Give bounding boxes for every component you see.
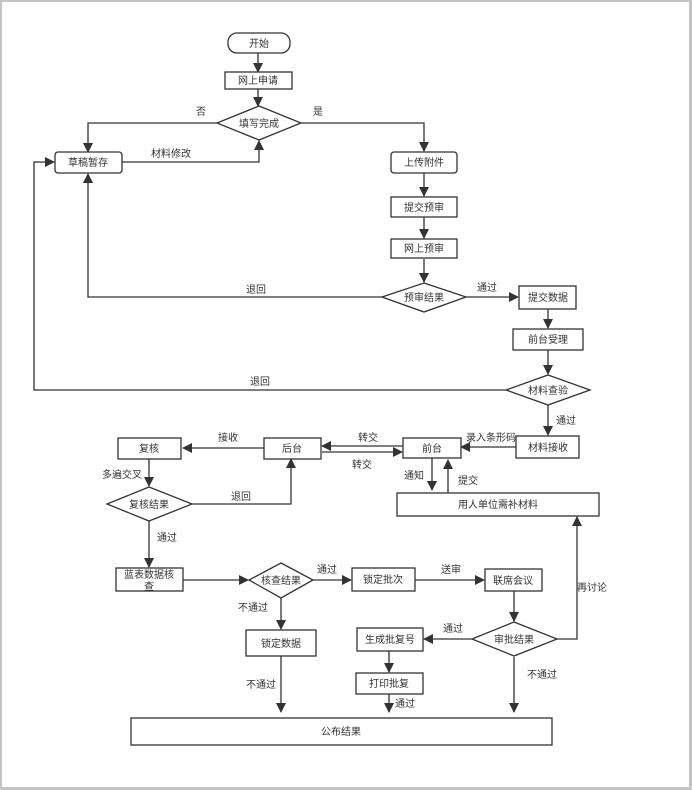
- node-lock-data-label: 锁定数据: [261, 637, 301, 650]
- node-fill-complete-label: 填写完成: [239, 117, 279, 130]
- label-multi-cross: 多遍交叉: [102, 468, 142, 481]
- label-pass-material: 通过: [556, 414, 576, 427]
- node-front-accept[interactable]: 前台受理: [512, 328, 584, 351]
- node-back-office[interactable]: 后台: [263, 437, 322, 460]
- node-blue-table-check-label-line2: 查: [144, 580, 154, 593]
- node-draft-save[interactable]: 草稿暂存: [54, 151, 123, 174]
- node-blue-table-check-label-line1: 蓝表数据核: [124, 568, 174, 581]
- node-draft-save-label: 草稿暂存: [68, 156, 108, 169]
- node-material-receive[interactable]: 材料接收: [515, 435, 580, 459]
- label-barcode: 录入条形码: [466, 431, 516, 444]
- label-no: 否: [196, 106, 206, 118]
- edges: [33, 53, 582, 713]
- label-fail-lock-data: 不通过: [246, 678, 276, 691]
- node-review[interactable]: 复核: [117, 437, 182, 460]
- node-supplement-material-label: 用人单位需补材料: [458, 498, 538, 511]
- node-check-result-label: 核查结果: [261, 574, 301, 587]
- label-transfer-to-back: 转交: [358, 431, 378, 444]
- node-publish-result[interactable]: 公布结果: [130, 717, 553, 746]
- node-submit-precheck-label: 提交预审: [404, 201, 444, 214]
- label-pass-print: 通过: [395, 697, 415, 710]
- label-rediscuss: 再讨论: [577, 581, 607, 594]
- node-print-approval[interactable]: 打印批复: [355, 672, 424, 695]
- label-notify: 通知: [404, 469, 424, 482]
- node-back-office-label: 后台: [282, 442, 302, 455]
- node-front-accept-label: 前台受理: [528, 333, 568, 346]
- edge-check-return: [33, 157, 506, 391]
- node-generate-approval-no[interactable]: 生成批复号: [356, 627, 424, 652]
- edge-fill-upload: [301, 122, 429, 152]
- node-online-precheck-label: 网上预审: [404, 242, 444, 255]
- edge-fill-draft: [83, 122, 217, 153]
- node-start-label: 开始: [249, 37, 269, 50]
- node-supplement-material[interactable]: 用人单位需补材料: [396, 492, 600, 517]
- node-apply-online[interactable]: 网上申请: [224, 71, 293, 90]
- node-precheck-result-label: 预审结果: [404, 291, 444, 304]
- node-lock-data[interactable]: 锁定数据: [245, 629, 317, 657]
- label-pass-precheck: 通过: [477, 281, 497, 294]
- node-joint-meeting[interactable]: 联席会议: [484, 568, 543, 592]
- node-upload-attachment[interactable]: 上传附件: [390, 151, 458, 174]
- node-approval-result[interactable]: 审批结果: [470, 621, 559, 657]
- nodes: 开始 网上申请 填写完成 草稿暂存 上传附件 提交预审 网上预审 预审结果: [54, 32, 600, 746]
- node-joint-meeting-label: 联席会议: [493, 574, 533, 587]
- label-send-review: 送审: [441, 563, 461, 576]
- label-pass-review: 通过: [157, 531, 177, 544]
- node-submit-data[interactable]: 提交数据: [518, 285, 577, 310]
- node-approval-result-label: 审批结果: [494, 633, 534, 646]
- node-apply-online-label: 网上申请: [238, 74, 278, 87]
- node-start[interactable]: 开始: [227, 32, 291, 54]
- node-front-desk[interactable]: 前台: [402, 437, 462, 459]
- node-submit-data-label: 提交数据: [528, 291, 568, 304]
- node-upload-attachment-label: 上传附件: [404, 156, 444, 169]
- edge-draft-fill: [122, 140, 264, 163]
- node-fill-complete[interactable]: 填写完成: [215, 105, 303, 141]
- node-precheck-result[interactable]: 预审结果: [380, 282, 468, 313]
- node-lock-batch[interactable]: 锁定批次: [351, 567, 416, 592]
- edge-precheck-return: [83, 173, 382, 298]
- node-review-label: 复核: [139, 442, 159, 455]
- label-yes: 是: [313, 106, 323, 118]
- label-return-precheck: 退回: [246, 284, 266, 296]
- node-material-receive-label: 材料接收: [528, 441, 568, 454]
- label-fail-approval: 不通过: [527, 668, 557, 681]
- node-lock-batch-label: 锁定批次: [363, 573, 403, 586]
- label-return-material: 退回: [250, 376, 270, 388]
- label-receive: 接收: [218, 431, 238, 444]
- node-front-desk-label: 前台: [422, 442, 442, 455]
- label-submit: 提交: [458, 474, 478, 487]
- label-fail-check: 不通过: [238, 601, 268, 614]
- node-publish-result-label: 公布结果: [321, 725, 361, 738]
- node-material-check-label: 材料查验: [528, 384, 568, 397]
- node-material-check[interactable]: 材料查验: [504, 374, 592, 406]
- node-generate-approval-no-label: 生成批复号: [365, 633, 415, 646]
- label-transfer-to-front: 转交: [352, 458, 372, 471]
- node-check-result[interactable]: 核查结果: [247, 562, 315, 599]
- node-submit-precheck[interactable]: 提交预审: [390, 196, 458, 218]
- node-review-result[interactable]: 复核结果: [105, 486, 194, 522]
- label-pass-check: 通过: [317, 563, 337, 576]
- node-print-approval-label: 打印批复: [369, 677, 409, 690]
- node-review-result-label: 复核结果: [129, 498, 169, 511]
- edge-reviewresult-back: [192, 458, 296, 505]
- label-pass-approval: 通过: [443, 622, 463, 635]
- label-return-review: 退回: [231, 491, 251, 503]
- node-online-precheck[interactable]: 网上预审: [390, 238, 458, 259]
- label-material-modify: 材料修改: [151, 147, 191, 160]
- edge-labels: 否 是 材料修改 退回 通过 退回 通过 录入条形码 转交 转交 接收 多遍交叉…: [102, 106, 607, 710]
- edge-approval-rediscuss: [557, 516, 582, 640]
- node-blue-table-check[interactable]: 蓝表数据核 查: [115, 567, 184, 593]
